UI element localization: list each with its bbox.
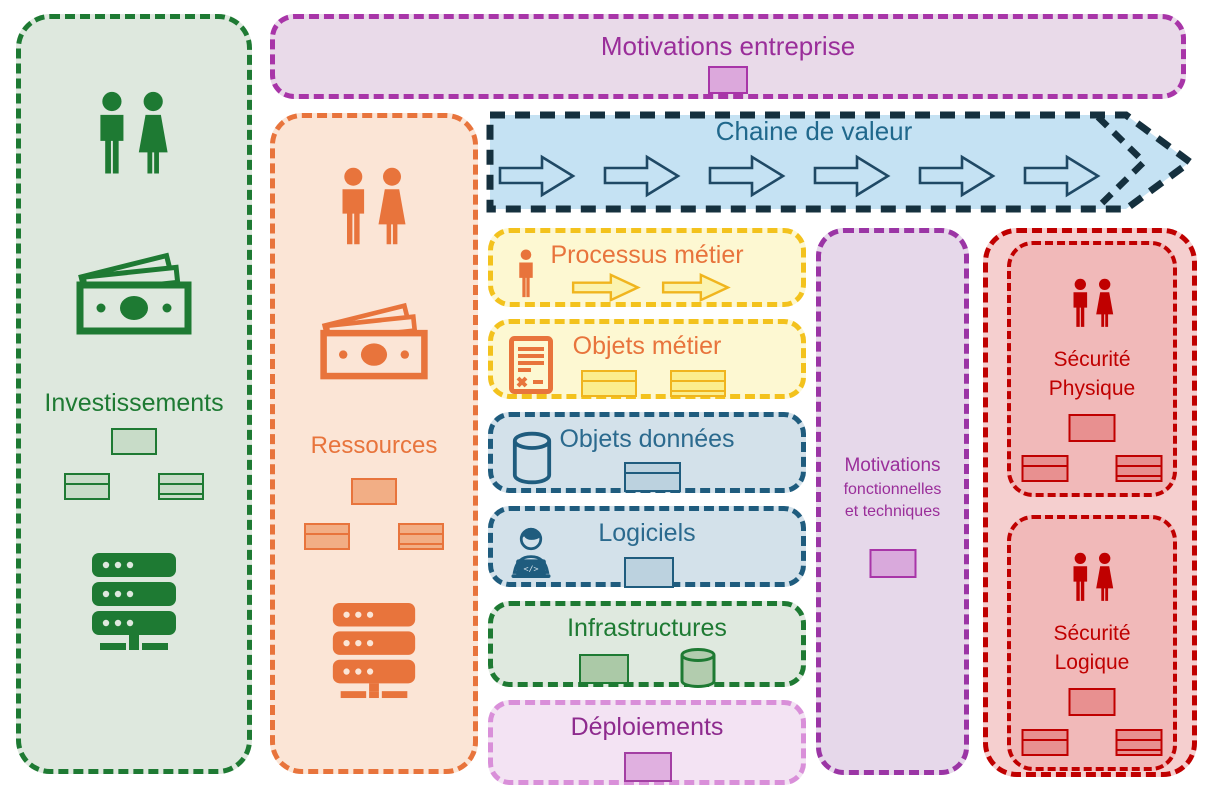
processus-metier-label: Processus métier xyxy=(550,241,744,269)
securite-line2: Physique xyxy=(1048,377,1136,400)
hierarchy-rectangles xyxy=(1021,414,1163,482)
svg-text:</>: </> xyxy=(523,564,538,574)
right-arrow-icon xyxy=(661,273,731,302)
securite-line2: Logique xyxy=(1054,651,1130,674)
row-processus-metier: Processus métier xyxy=(488,228,806,307)
node-rect-title xyxy=(304,523,350,550)
server-rack-icon xyxy=(92,553,176,650)
securite-physique-label: Sécurité Physique xyxy=(1011,345,1173,403)
node-rect xyxy=(351,478,397,505)
man-woman-icon xyxy=(342,167,406,245)
man-woman-icon xyxy=(1073,552,1114,601)
panel-securite: Sécurité Physique Sé xyxy=(983,228,1197,777)
node-rect-lines xyxy=(158,473,204,500)
motivation-rect xyxy=(869,549,916,578)
logiciels-label: Logiciels xyxy=(598,519,696,547)
man-woman-icon xyxy=(1073,278,1114,327)
investissements-label: Investissements xyxy=(44,389,224,417)
data-object-rect xyxy=(624,462,681,492)
panel-ressources: Ressources xyxy=(270,113,478,774)
hierarchy-rectangles xyxy=(1021,688,1163,756)
motivation-rect xyxy=(708,66,748,94)
panel-securite-physique: Sécurité Physique xyxy=(1007,241,1177,497)
hierarchy-rectangles xyxy=(304,478,444,550)
panel-investissements: Investissements xyxy=(16,14,252,774)
hierarchy-rectangles xyxy=(64,428,204,500)
node-rect xyxy=(1068,414,1116,442)
infrastructures-label: Infrastructures xyxy=(567,614,727,642)
value-chain-banner xyxy=(486,111,1196,213)
panel-securite-logique: Sécurité Logique xyxy=(1007,515,1177,771)
banknotes-icon xyxy=(320,302,428,380)
row-deploiements: Déploiements xyxy=(488,700,806,785)
row-objets-donnees: Objets données xyxy=(488,412,806,493)
securite-line1: Sécurité xyxy=(1053,348,1131,371)
node-rect-lines xyxy=(1115,729,1163,756)
node-rect-title xyxy=(1021,455,1069,482)
ressources-label: Ressources xyxy=(310,432,438,459)
person-icon xyxy=(519,249,533,298)
deployment-rect xyxy=(624,752,672,782)
motivations-entreprise-label: Motivations entreprise xyxy=(600,31,856,61)
man-woman-icon xyxy=(100,91,168,174)
node-rect xyxy=(1068,688,1116,716)
node-rect-title xyxy=(1021,729,1069,756)
database-cylinder-icon xyxy=(512,431,552,485)
business-object-rect-lines xyxy=(670,370,726,397)
node-rect-lines xyxy=(398,523,444,550)
contract-document-icon xyxy=(509,336,553,394)
motivations-line1: Motivations xyxy=(844,455,941,476)
row-infrastructures: Infrastructures xyxy=(488,601,806,688)
panel-motivations-entreprise: Motivations entreprise xyxy=(270,14,1186,99)
objets-metier-label: Objets métier xyxy=(572,332,722,360)
node-rect xyxy=(111,428,157,455)
right-arrow-icon xyxy=(571,273,641,302)
row-logiciels: </> Logiciels xyxy=(488,506,806,588)
chaine-de-valeur-label: Chaine de valeur xyxy=(715,116,913,146)
securite-logique-label: Sécurité Logique xyxy=(1011,619,1173,677)
row-objets-metier: Objets métier xyxy=(488,319,806,399)
database-cylinder-icon xyxy=(680,648,716,688)
software-rect xyxy=(624,557,674,588)
infrastructure-rect xyxy=(579,654,629,684)
motivations-line2: fonctionnelles xyxy=(843,481,942,498)
node-rect-title xyxy=(64,473,110,500)
deploiements-label: Déploiements xyxy=(570,713,724,741)
motivations-line3: et techniques xyxy=(844,503,941,520)
server-rack-icon xyxy=(332,602,416,699)
developer-laptop-icon: </> xyxy=(511,527,551,578)
banknotes-icon xyxy=(76,252,192,335)
objets-donnees-label: Objets données xyxy=(559,425,735,453)
business-object-rect xyxy=(581,370,637,397)
node-rect-lines xyxy=(1115,455,1163,482)
panel-motivations-fonctionnelles: Motivations fonctionnelles et techniques xyxy=(816,228,969,775)
securite-line1: Sécurité xyxy=(1053,622,1131,645)
